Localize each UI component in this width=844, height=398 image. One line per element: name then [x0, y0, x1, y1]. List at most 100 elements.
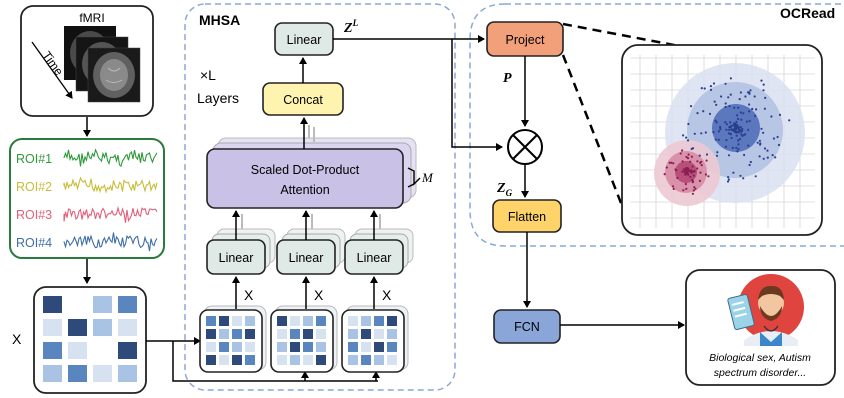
cluster-point	[684, 182, 687, 186]
matrix-cell	[361, 329, 371, 339]
cluster-point	[719, 128, 722, 131]
cluster-point	[719, 125, 722, 129]
cluster-point	[681, 170, 684, 173]
cluster-point	[737, 117, 740, 121]
cluster-point	[763, 107, 767, 110]
output-line1: Biological sex, Autism	[709, 352, 811, 364]
fmri-label: fMRI	[79, 11, 104, 25]
matrix-cell	[43, 319, 62, 336]
cluster-point	[762, 83, 765, 86]
matrix-cell	[361, 342, 371, 352]
output-line2: spectrum disorder...	[714, 367, 806, 379]
roi-box	[9, 138, 165, 259]
head-linear-label: Linear	[289, 251, 324, 265]
matrix-cell	[245, 316, 255, 326]
cluster-point	[663, 173, 666, 176]
concat-label: Concat	[283, 93, 323, 107]
cluster-point	[687, 153, 690, 156]
ocread-title: OCRead	[780, 5, 835, 21]
cluster-point	[755, 108, 758, 111]
cluster-point	[705, 153, 709, 156]
roi-signal-trace	[63, 205, 158, 223]
cluster-point	[689, 169, 693, 172]
cluster-point	[693, 170, 696, 173]
cluster-point	[709, 88, 713, 91]
cluster-point	[728, 128, 731, 131]
cluster-point	[714, 138, 717, 141]
matrix-cell	[232, 355, 242, 365]
cluster-point	[684, 171, 687, 174]
cluster-point	[713, 100, 716, 103]
matrix-cell	[68, 319, 87, 336]
doctor-illustration	[727, 274, 804, 346]
multiply-operator	[507, 129, 543, 165]
cluster-point	[748, 119, 751, 123]
matrix-cell	[277, 355, 287, 365]
matrix-cell	[118, 296, 137, 313]
matrix-cell	[316, 355, 326, 365]
cluster-point	[707, 175, 710, 178]
matrix-cell	[43, 365, 62, 382]
cluster-point	[735, 146, 738, 149]
fmri-brain-slices	[64, 26, 141, 103]
cluster-point	[735, 120, 738, 123]
cluster-point	[704, 173, 708, 176]
cluster-point	[675, 169, 678, 172]
cluster-point	[728, 104, 731, 108]
cluster-point	[760, 127, 763, 130]
cluster-point	[738, 98, 741, 101]
cluster-point	[672, 185, 675, 188]
matrix-cell	[206, 355, 216, 365]
cluster-point	[753, 95, 756, 98]
time-arrow	[31, 41, 73, 99]
cluster-point	[686, 139, 690, 142]
cluster-point	[742, 112, 745, 115]
cluster-point	[702, 110, 705, 113]
cluster-point	[749, 160, 752, 164]
matrix-cell	[277, 342, 287, 352]
cluster-point	[760, 79, 763, 82]
cluster-point	[681, 149, 684, 152]
cluster-point	[739, 91, 743, 94]
matrix-cell	[387, 355, 397, 365]
cluster-point	[743, 153, 746, 157]
cluster-point	[758, 155, 761, 158]
cluster-point	[690, 147, 693, 151]
matrix-cell	[303, 316, 313, 326]
head-linear-label: Linear	[357, 251, 392, 265]
cluster-point	[736, 150, 739, 153]
cluster-point	[696, 112, 699, 115]
cluster-point	[692, 189, 695, 192]
cluster-point	[742, 177, 745, 180]
cluster-point	[699, 171, 702, 174]
x-matrix-cells	[43, 296, 137, 382]
fcn-block	[493, 309, 561, 344]
roi-signal-trace	[63, 148, 158, 168]
attention-shadow-arrows	[308, 125, 315, 142]
matrix-cell	[290, 316, 300, 326]
cluster-point	[748, 103, 751, 106]
cluster-point	[737, 143, 740, 146]
cluster-point	[682, 189, 685, 192]
cluster-point	[717, 130, 721, 133]
mhsa-title: MHSA	[199, 12, 240, 28]
zoom-lines	[561, 22, 691, 227]
zg-label: ZG	[496, 181, 513, 198]
cluster-point	[741, 127, 744, 131]
x-matrix-label: X	[12, 331, 22, 347]
matrix-cell	[232, 316, 242, 326]
cluster-point	[774, 156, 777, 159]
cluster-point	[693, 132, 696, 135]
cluster-point	[689, 105, 693, 108]
cluster-point	[699, 161, 702, 164]
cluster-point	[698, 154, 701, 157]
p-label: P	[503, 71, 512, 86]
head-x-label: X	[244, 287, 254, 303]
cluster-point	[736, 114, 739, 117]
cluster-point	[687, 122, 690, 126]
matrix-cell	[219, 355, 229, 365]
cluster-point	[737, 148, 740, 151]
matrix-cell	[303, 329, 313, 339]
cluster-point	[747, 128, 750, 131]
